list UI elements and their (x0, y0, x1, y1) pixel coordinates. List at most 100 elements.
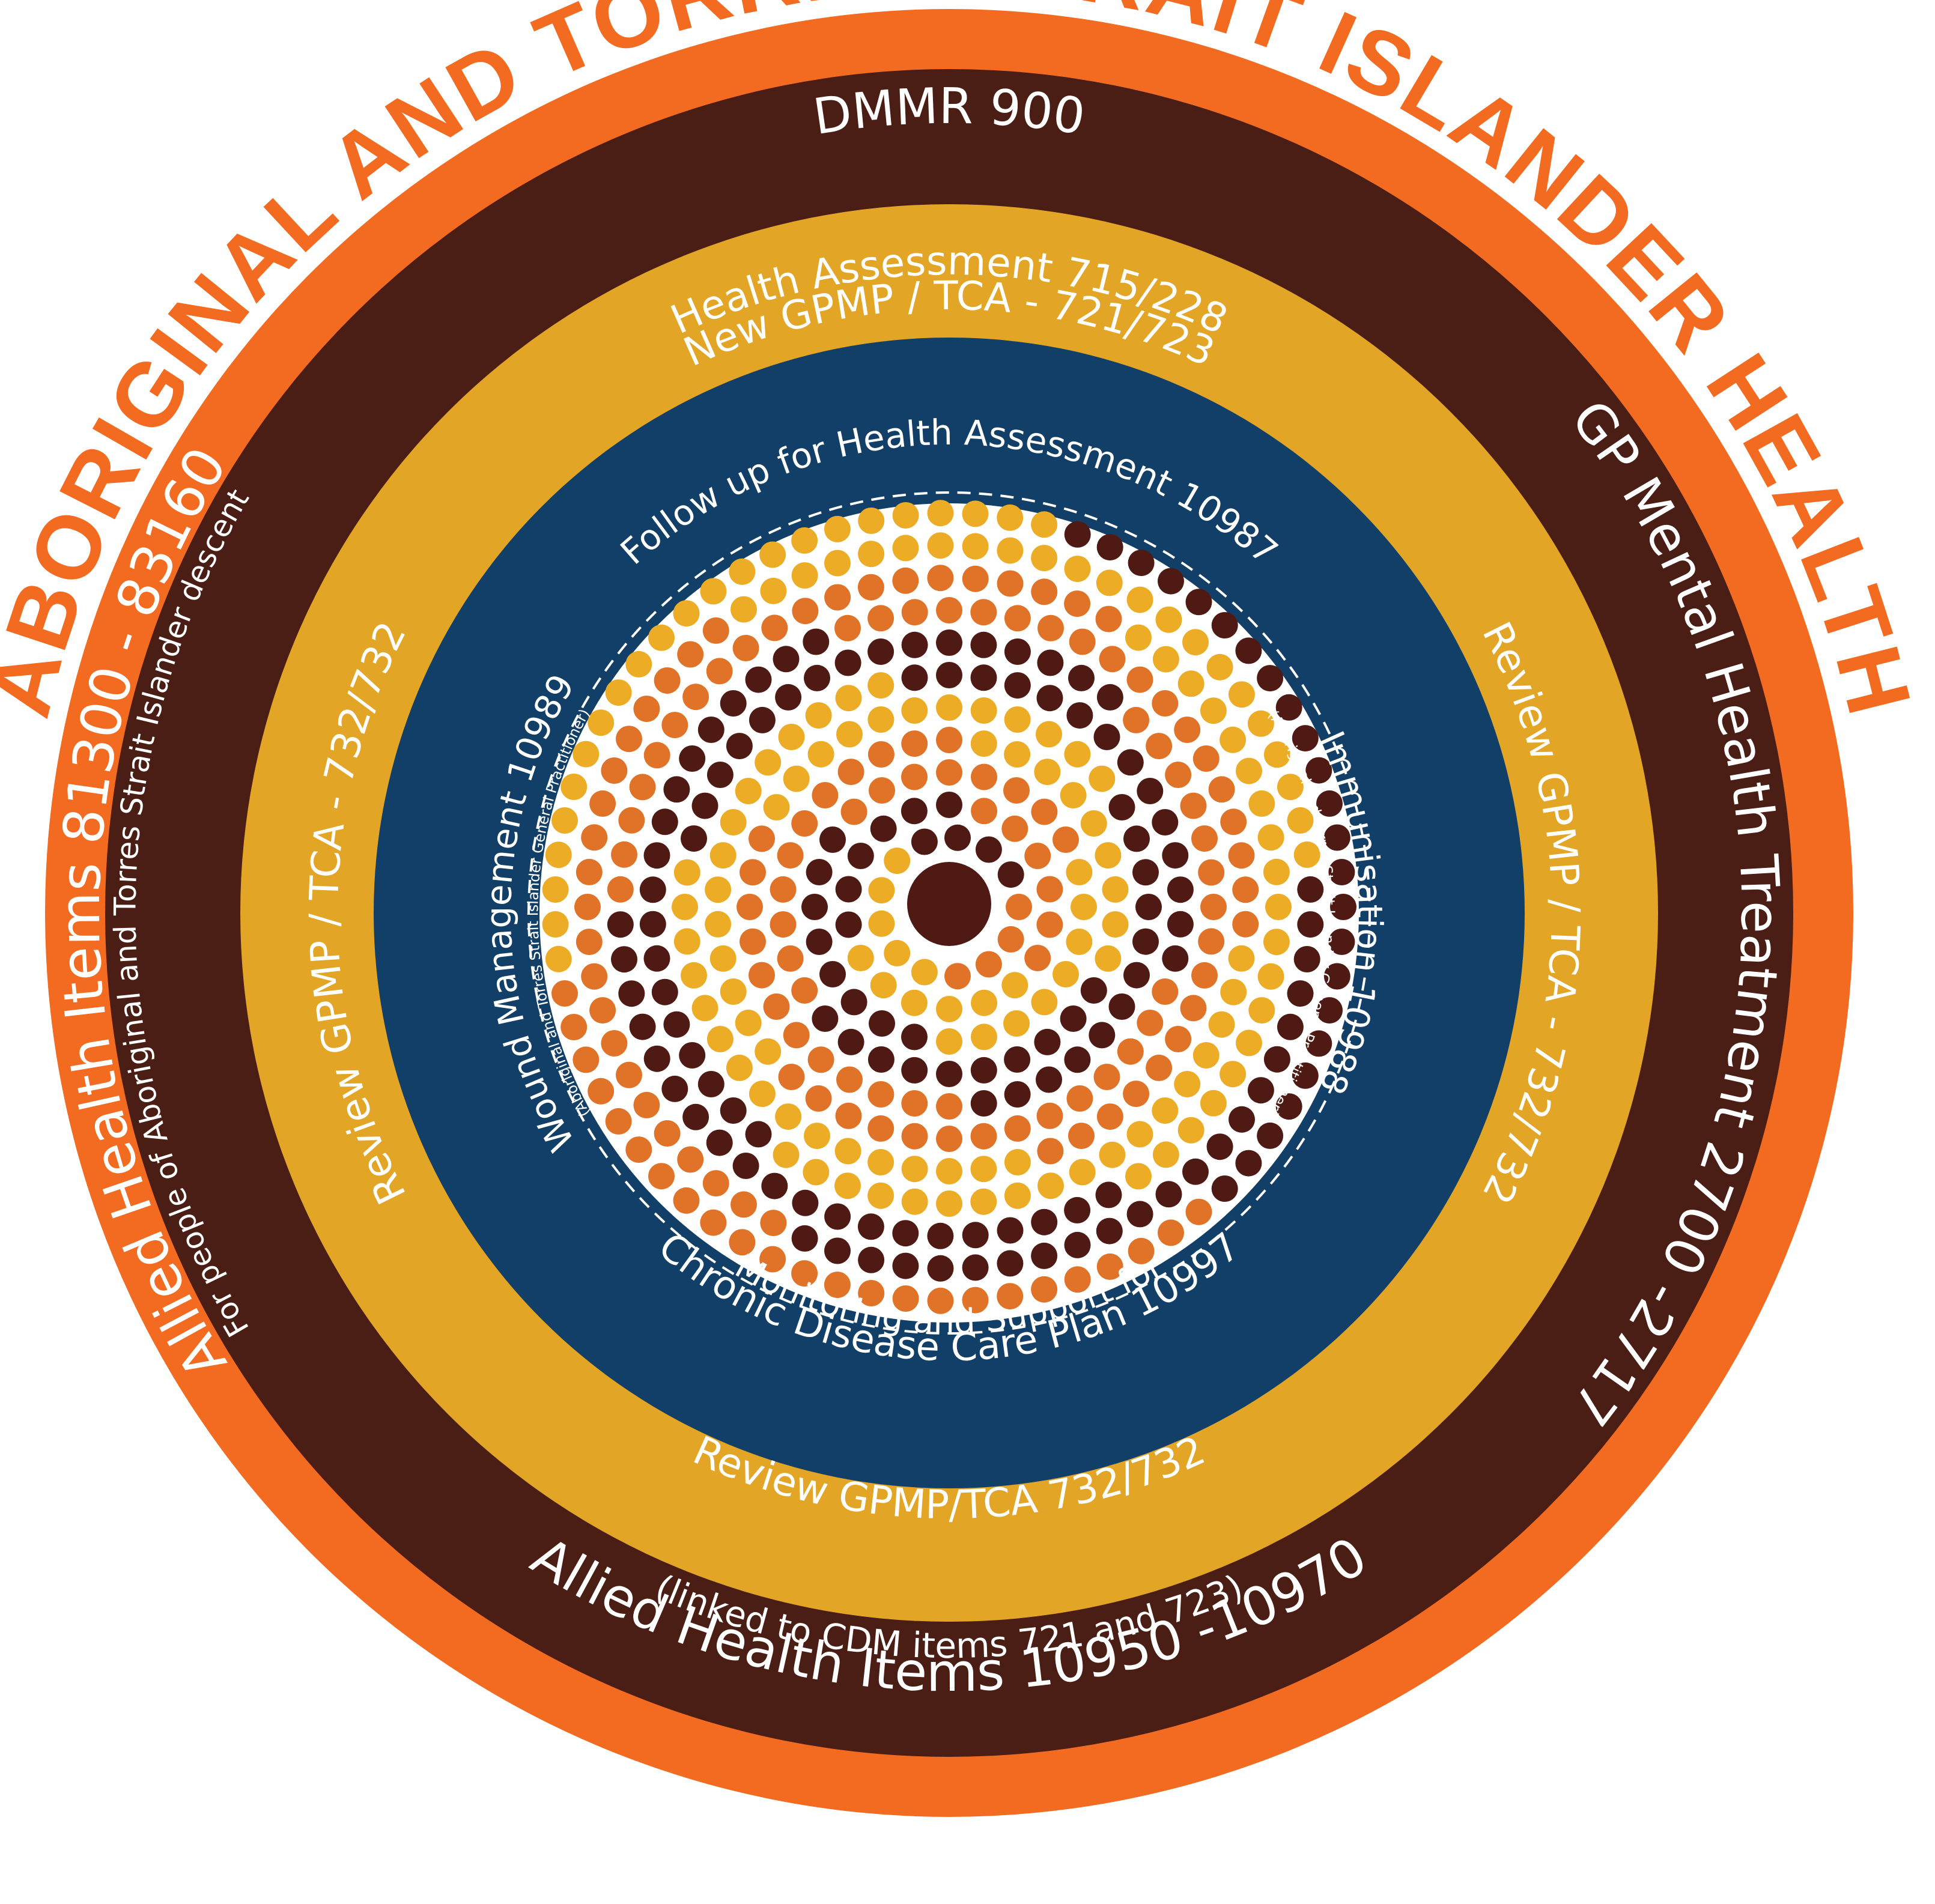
pattern-dot (773, 1141, 800, 1168)
pattern-dot (706, 658, 733, 685)
pattern-dot (901, 1188, 928, 1215)
pattern-dot (1024, 945, 1051, 971)
pattern-dot (643, 945, 670, 972)
pattern-dot (755, 1038, 782, 1065)
pattern-dot (551, 980, 578, 1007)
pattern-dot (697, 717, 724, 743)
pattern-dot (705, 876, 732, 903)
pattern-dot (867, 1149, 895, 1175)
pattern-dot (812, 782, 839, 808)
pattern-dot (611, 946, 637, 973)
pattern-dot (1053, 961, 1079, 987)
pattern-dot (661, 1075, 688, 1102)
pattern-dot (835, 911, 862, 938)
pattern-dot (1135, 894, 1162, 920)
pattern-dot (1200, 1090, 1227, 1117)
pattern-dot (970, 664, 997, 691)
pattern-dot (892, 502, 919, 529)
pattern-dot (936, 1158, 962, 1184)
pattern-dot (691, 995, 718, 1022)
pattern-dot (867, 1081, 895, 1108)
pattern-dot (545, 841, 572, 869)
pattern-dot (1277, 774, 1304, 801)
pattern-dot (1066, 859, 1093, 885)
pattern-dot (663, 776, 690, 803)
pattern-dot (1093, 1064, 1120, 1090)
pattern-dot (651, 978, 678, 1005)
pattern-dot (997, 537, 1024, 564)
pattern-dot (1155, 1181, 1182, 1208)
pattern-dot (1031, 511, 1058, 538)
pattern-dot (745, 1121, 772, 1148)
pattern-dot (901, 989, 928, 1016)
pattern-dot (803, 628, 830, 655)
pattern-dot (677, 641, 704, 668)
pattern-dot (936, 792, 962, 818)
pattern-dot (791, 527, 818, 554)
pattern-dot (1132, 928, 1159, 955)
pattern-dot (1036, 1066, 1062, 1093)
pattern-dot (1004, 1046, 1031, 1073)
pattern-dot (706, 762, 734, 788)
pattern-dot (1095, 1181, 1122, 1208)
pattern-dot (1117, 749, 1144, 776)
pattern-dot (1287, 980, 1314, 1007)
pattern-dot (1180, 792, 1207, 819)
pattern-dot (1126, 666, 1153, 693)
pattern-dot (975, 836, 1002, 863)
pattern-dot (763, 794, 790, 820)
pattern-dot (1064, 1231, 1091, 1258)
dot-pattern (542, 500, 1356, 1314)
pattern-dot (901, 664, 928, 691)
pattern-dot (867, 706, 895, 733)
pattern-dot (858, 541, 885, 568)
pattern-dot (970, 1123, 997, 1150)
pattern-dot (1060, 1005, 1087, 1032)
pattern-dot (697, 1071, 724, 1097)
pattern-dot (997, 1250, 1024, 1277)
pattern-dot (745, 666, 772, 693)
pattern-dot (618, 807, 645, 834)
pattern-dot (732, 1153, 759, 1179)
pattern-dot (763, 993, 790, 1020)
pattern-dot (633, 696, 660, 723)
pattern-dot (616, 1061, 642, 1088)
pattern-dot (867, 1046, 895, 1073)
pattern-dot (1198, 859, 1225, 886)
pattern-dot (807, 741, 834, 768)
pattern-dot (997, 570, 1024, 597)
pattern-dot (1182, 1158, 1209, 1185)
pattern-dot (1096, 1217, 1123, 1245)
pattern-dot (761, 614, 788, 641)
pattern-dot (1152, 690, 1179, 717)
pattern-dot (1263, 1046, 1290, 1073)
pattern-dot (643, 842, 670, 869)
pattern-dot (792, 598, 819, 625)
pattern-dot (573, 741, 600, 768)
pattern-dot (1031, 1242, 1058, 1269)
pattern-dot (633, 1091, 660, 1118)
pattern-dot (869, 1010, 895, 1037)
pattern-dot (1162, 945, 1189, 972)
pattern-dot (791, 562, 818, 589)
pattern-dot (970, 730, 997, 757)
pattern-dot (1293, 841, 1320, 868)
pattern-dot (1177, 1117, 1204, 1144)
pattern-dot (1220, 978, 1247, 1005)
pattern-dot (936, 1190, 962, 1217)
pattern-dot (654, 667, 681, 694)
pattern-dot (835, 685, 862, 712)
pattern-dot (1064, 556, 1091, 583)
pattern-dot (1004, 741, 1031, 768)
pattern-dot (1064, 521, 1091, 548)
pattern-dot (1036, 1102, 1063, 1129)
pattern-dot (574, 894, 601, 920)
pattern-dot (1185, 589, 1212, 616)
pattern-dot (778, 1064, 805, 1090)
pattern-dot (735, 778, 762, 804)
pattern-dot (700, 578, 727, 605)
pattern-dot (1125, 624, 1152, 651)
pattern-dot (1297, 911, 1324, 938)
pattern-dot (1208, 776, 1235, 803)
